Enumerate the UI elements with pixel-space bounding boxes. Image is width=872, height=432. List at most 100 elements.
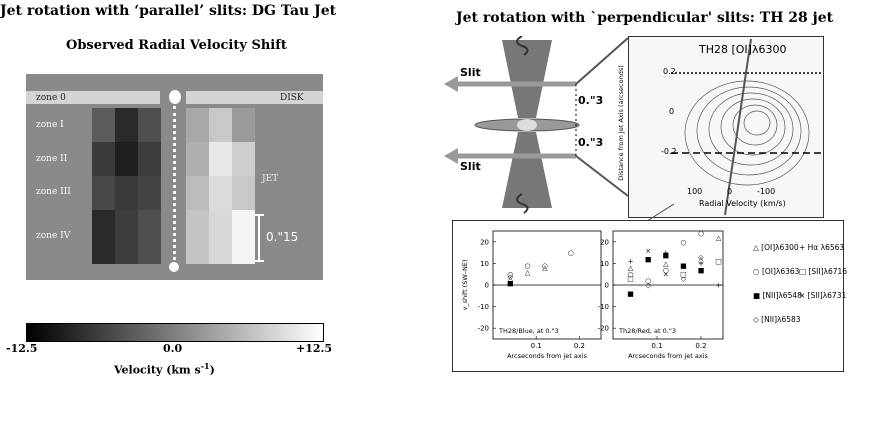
- pv-xlabel: Radial Velocity (km/s): [699, 199, 786, 208]
- velocity-cell: [115, 176, 138, 210]
- legend-item: △ [OI]λ6300: [753, 243, 799, 252]
- source-marker: [169, 90, 181, 104]
- legend-label: Hα λ6563: [807, 243, 845, 252]
- scale-label: 0."15: [266, 230, 299, 244]
- scatter-point: ◇: [646, 282, 652, 290]
- connector-top: [575, 37, 629, 85]
- velocity-cell: [138, 142, 161, 176]
- scatter-point: ○: [698, 230, 704, 238]
- velocity-cell: [92, 108, 115, 142]
- zone-label-1: zone I: [36, 120, 64, 130]
- scatter-point: □: [627, 275, 634, 283]
- legend-item: ■ [NII]λ6548: [753, 291, 802, 300]
- scatter-point: ◇: [698, 253, 704, 261]
- ytick-label: -20: [478, 325, 489, 333]
- zone-label-3: zone III: [36, 187, 71, 197]
- xtick-label: 0.1: [531, 342, 542, 350]
- pv-ytick-2: -0.2: [661, 147, 677, 156]
- scatter-point: ○: [542, 262, 548, 270]
- scatter-point: ○: [680, 238, 686, 246]
- velocity-cell: [186, 142, 209, 176]
- xtick-label: 0.2: [695, 342, 706, 350]
- legend-marker-icon: △: [753, 243, 762, 252]
- legend-marker-icon: ○: [753, 267, 762, 276]
- zone0-bar-right: [186, 91, 323, 104]
- velocity-map: zone 0 DISK zone I zone II zone III zone…: [26, 74, 323, 280]
- velocity-cell: [232, 142, 255, 176]
- pv-ylabel: Distance from Jet Axis (arcseconds): [616, 65, 625, 181]
- rotation-arrow-bottom: [516, 193, 529, 214]
- scatter-point: ■: [507, 279, 514, 287]
- velocity-cell: [138, 210, 161, 264]
- velocity-cell: [186, 108, 209, 142]
- ytick-label: 10: [480, 260, 489, 268]
- scatter-point: △: [508, 275, 514, 283]
- scatter-xlabel: Arcseconds from jet axis: [628, 352, 708, 360]
- scatter-point: ×: [645, 247, 651, 255]
- legend-marker-icon: +: [799, 243, 808, 252]
- legend-label: [NII]λ6583: [761, 315, 801, 324]
- ytick-label: -10: [478, 303, 489, 311]
- scatter-annotation: Th28/Red, at 0."3: [618, 327, 676, 335]
- jet-label: JET: [262, 174, 279, 184]
- velocity-cell: [138, 176, 161, 210]
- offset-label-top: 0."3: [578, 94, 603, 107]
- pv-ytick-1: 0: [669, 107, 675, 116]
- velocity-cell: [92, 142, 115, 176]
- pv-panel: TH28 [OI]λ6300 0.2 0 -0.2 100 0 -100 Rad…: [617, 36, 824, 218]
- ytick-label: 0: [605, 282, 609, 290]
- legend-label: [NII]λ6548: [762, 291, 802, 300]
- jet-axis-line: [173, 106, 176, 266]
- scatter-point: △: [525, 269, 531, 277]
- velocity-cell: [186, 176, 209, 210]
- velocity-cell: [138, 108, 161, 142]
- velocity-cell: [115, 210, 138, 264]
- scatter-xlabel: Arcseconds from jet axis: [507, 352, 587, 360]
- scatter-point: □: [715, 258, 722, 266]
- ytick-label: -20: [598, 325, 609, 333]
- scatter-annotation: TH28/Blue, at 0."3: [498, 327, 559, 335]
- legend-label: [OI]λ6300: [761, 243, 799, 252]
- slit-label-lower: Slit: [460, 160, 481, 173]
- pv-xtick-1: 0: [727, 187, 733, 196]
- zone-label-4: zone IV: [36, 231, 71, 241]
- xtick-label: 0.2: [574, 342, 585, 350]
- ytick-label: 20: [480, 238, 489, 246]
- scatter-point: ○: [645, 277, 651, 285]
- scatter-point: ○: [628, 271, 634, 279]
- scale-bar-bottom: [254, 260, 264, 262]
- jet-end-marker: [169, 262, 179, 272]
- offset-label-bottom: 0."3: [578, 136, 603, 149]
- scatter-point: ◇: [508, 273, 514, 281]
- velocity-cell: [209, 142, 232, 176]
- scatter-point: ◇: [681, 275, 687, 283]
- legend-marker-icon: ×: [799, 291, 808, 300]
- velocity-cell: [209, 108, 232, 142]
- legend-item: ◇ [NII]λ6583: [753, 315, 801, 324]
- scatter-point: △: [663, 260, 669, 268]
- pv-xtick-0: 100: [687, 187, 703, 196]
- rotation-arrow-top: [516, 36, 529, 56]
- colorbar-max: +12.5: [296, 342, 333, 355]
- scatter-point: ○: [663, 266, 669, 274]
- scatter-point: ○: [507, 271, 513, 279]
- velocity-cell: [115, 142, 138, 176]
- ytick-label: -10: [598, 303, 609, 311]
- colorbar: [26, 323, 324, 342]
- scatter-point: ×: [663, 271, 669, 279]
- scatter-point: ■: [680, 262, 687, 270]
- legend-item: ○ [OI]λ6363: [753, 267, 799, 276]
- zone-label-2: zone II: [36, 154, 68, 164]
- zone0-bar-left: [26, 91, 160, 104]
- scatter-point: △: [542, 264, 548, 272]
- ytick-label: 10: [600, 260, 609, 268]
- colorbar-mid: 0.0: [163, 342, 183, 355]
- velocity-cell: [115, 108, 138, 142]
- velocity-gradient-line: [724, 38, 752, 216]
- scatter-point: +: [628, 258, 634, 266]
- disk-label: DISK: [280, 93, 304, 103]
- velocity-cell: [209, 176, 232, 210]
- jet-schematic: 0."3 0."3 Slit Slit: [444, 36, 629, 214]
- scatter-point: +: [716, 282, 722, 290]
